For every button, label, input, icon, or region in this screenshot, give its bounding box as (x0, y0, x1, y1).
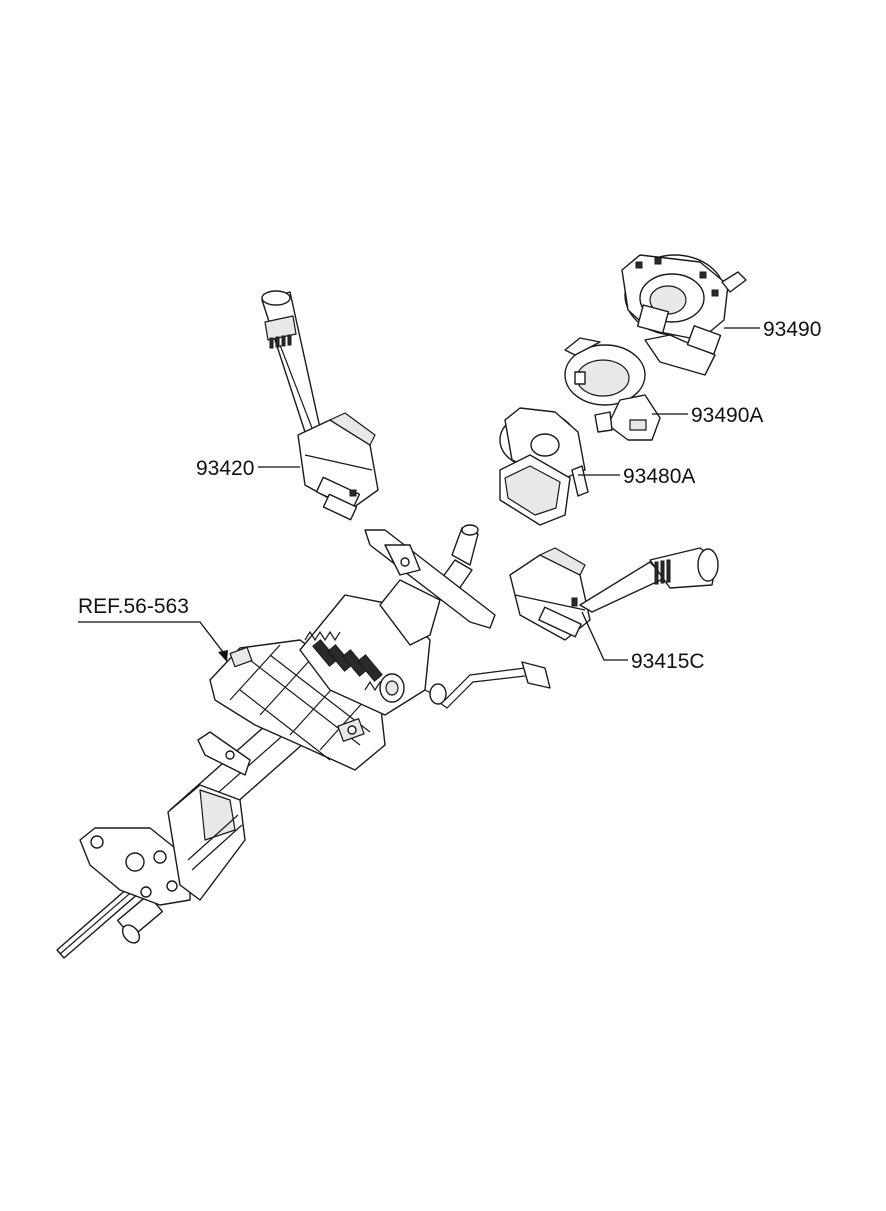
steering-column-assembly (56, 524, 551, 959)
part-93415c-switch[interactable] (509, 547, 719, 641)
part-93480a-angle-sensor[interactable] (499, 407, 589, 526)
callout-93490a: 93490A (691, 404, 763, 427)
callout-93480a: 93480A (623, 465, 695, 488)
callout-ref: REF.56-563 (78, 595, 189, 618)
leader-ref-arrowhead (218, 650, 228, 662)
part-93420-switch[interactable] (261, 290, 379, 521)
callout-93415c: 93415C (631, 650, 705, 673)
callout-93490: 93490 (763, 318, 821, 341)
leader-93415c (581, 611, 628, 661)
callout-93420: 93420 (196, 457, 254, 480)
part-93490a-ring-bracket[interactable] (564, 337, 661, 441)
part-93490-clock-spring[interactable] (621, 254, 747, 376)
leader-ref (78, 621, 227, 657)
